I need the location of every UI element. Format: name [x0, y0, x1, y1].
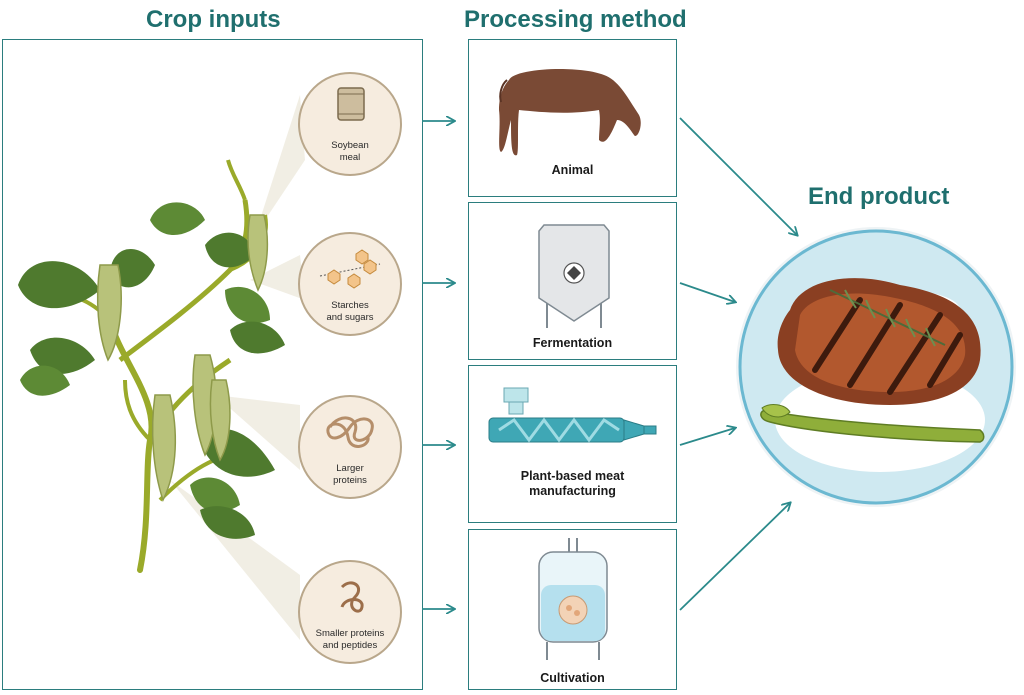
crop-input-starches-sugars: Starches and sugars: [298, 232, 402, 336]
sack-icon: [337, 87, 365, 121]
method-animal: Animal: [468, 39, 677, 197]
method-label: Fermentation: [532, 336, 613, 350]
crop-input-label: Soybean: [331, 140, 369, 151]
method-fermentation: Fermentation: [468, 202, 677, 360]
processing-method-heading: Processing method: [464, 6, 687, 33]
crop-input-soybean-meal: Soybean meal: [298, 72, 402, 176]
arrow-icon: [679, 282, 735, 302]
arrow-icon: [679, 503, 790, 611]
method-label: manufacturing: [529, 484, 616, 498]
crop-input-larger-proteins: Larger proteins: [298, 395, 402, 499]
sugar-molecule-icon: [319, 249, 381, 289]
arrow-icon: [679, 117, 797, 235]
method-label: Animal: [551, 163, 594, 177]
crop-inputs-heading: Crop inputs: [146, 6, 281, 33]
fermentation-tank-icon: [538, 224, 610, 328]
arrow-icon: [679, 428, 735, 446]
extruder-icon: [488, 387, 657, 443]
crop-input-label: meal: [339, 152, 361, 163]
peptide-icon: [340, 581, 364, 613]
crop-input-smaller-proteins: Smaller proteins and peptides: [298, 560, 402, 664]
crop-input-label: Larger: [336, 463, 364, 474]
method-cultivation: Cultivation: [468, 529, 677, 690]
tangled-protein-icon: [326, 416, 374, 448]
method-label: Plant-based meat: [520, 469, 625, 483]
method-plant-based: Plant-based meat manufacturing: [468, 365, 677, 523]
crop-input-label: and peptides: [322, 640, 378, 651]
bioreactor-icon: [538, 538, 608, 660]
crop-input-label: Starches: [331, 300, 369, 311]
end-product-heading: End product: [808, 183, 950, 210]
crop-input-label: proteins: [333, 475, 367, 486]
cow-icon: [499, 68, 641, 156]
method-label: Cultivation: [540, 671, 605, 685]
crop-input-label: and sugars: [326, 312, 374, 323]
crop-input-label: Smaller proteins: [315, 628, 385, 639]
